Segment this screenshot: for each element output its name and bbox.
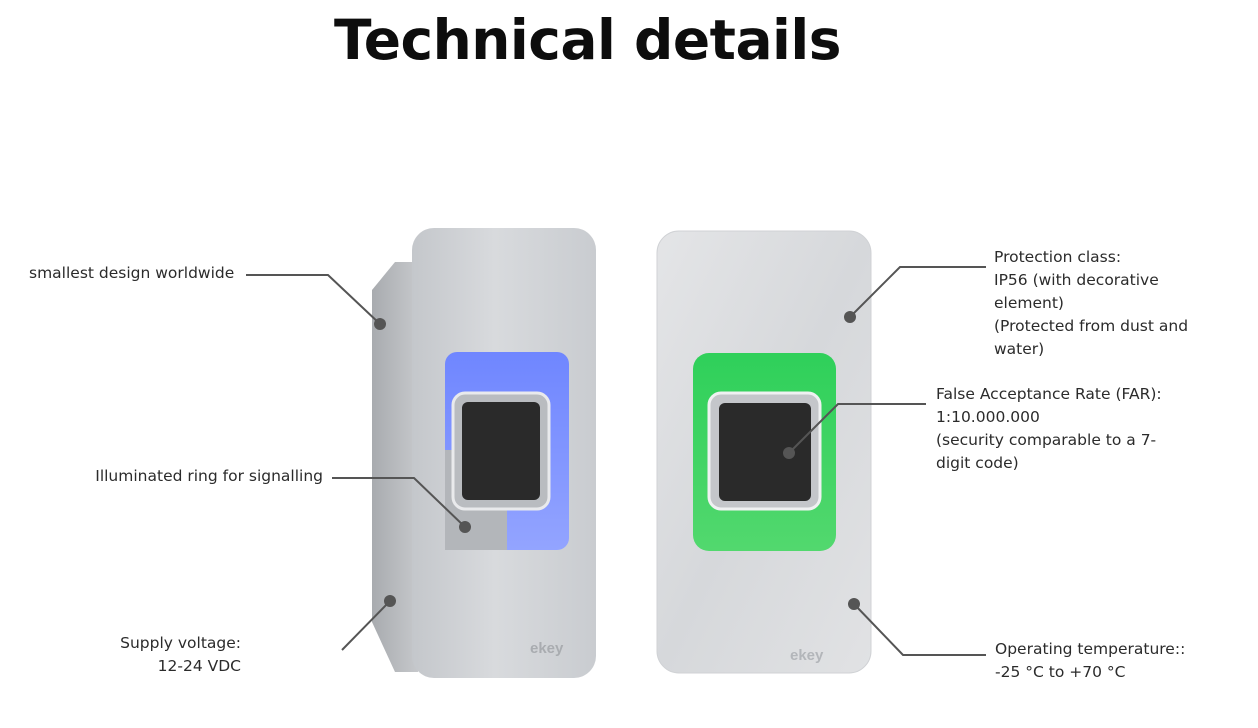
right-device: ekey <box>656 230 872 674</box>
mounting-box <box>372 262 418 672</box>
ekey-logo-left: ekey <box>530 640 564 657</box>
leader-far <box>788 403 926 454</box>
leader-protection-class <box>849 266 986 318</box>
callout-dot <box>374 318 386 330</box>
label-supply-voltage: Supply voltage: 12-24 VDC <box>120 634 241 675</box>
callout-dot <box>783 447 795 459</box>
label-operating-temperature: Operating temperature:: -25 °C to +70 °C <box>995 640 1186 681</box>
callout-dot <box>848 598 860 610</box>
callout-dot <box>384 595 396 607</box>
callout-dot <box>844 311 856 323</box>
label-illuminated-ring: Illuminated ring for signalling <box>95 467 323 485</box>
label-protection-class: Protection class: IP56 (with decorative … <box>994 248 1189 358</box>
leader-illuminated-ring <box>332 477 466 528</box>
ekey-logo-right: ekey <box>790 647 824 664</box>
page-title: Technical details <box>333 8 842 72</box>
label-smallest-design: smallest design worldwide <box>29 264 235 282</box>
fingerprint-sensor-left <box>462 402 540 500</box>
left-device: ekey <box>372 228 596 678</box>
label-far: False Acceptance Rate (FAR): 1:10.000.00… <box>936 385 1162 472</box>
leader-smallest-design <box>246 274 381 325</box>
callout-dot <box>459 521 471 533</box>
leader-operating-temperature <box>853 603 986 656</box>
leader-supply-voltage <box>341 600 391 651</box>
fingerprint-sensor-right <box>719 403 811 501</box>
